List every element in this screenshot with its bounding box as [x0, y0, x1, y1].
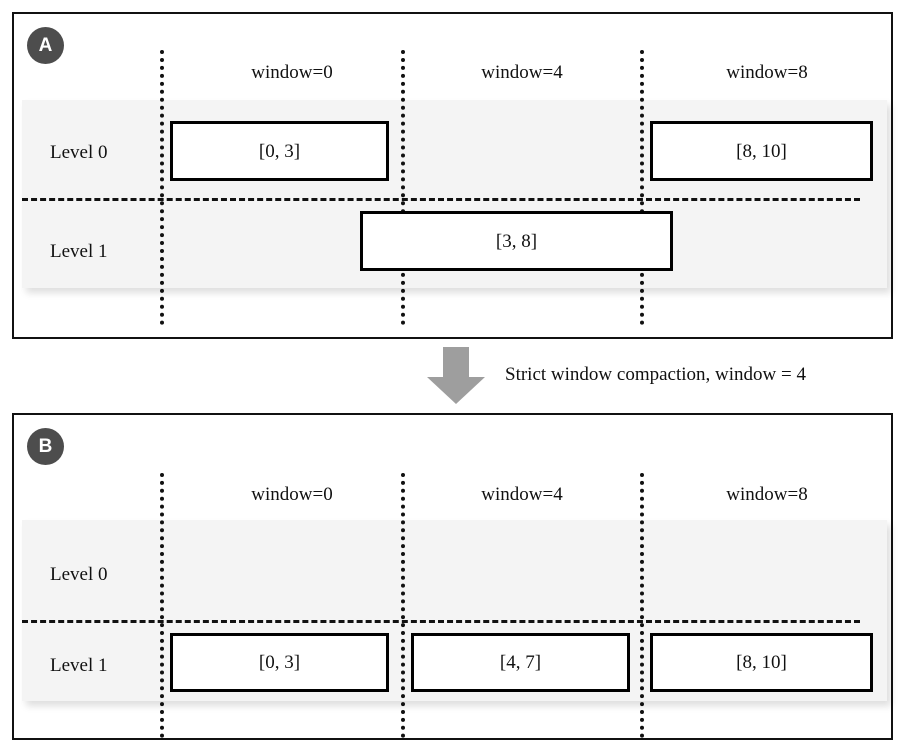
panel-a-window-label-1: window=4: [481, 62, 563, 83]
panel-b-interval-box[interactable]: [4, 7]: [411, 633, 630, 692]
panel-b-window-boundary-2: [640, 473, 644, 738]
panel-b-window-boundary-1: [401, 473, 405, 738]
panel-a-interval-box[interactable]: [8, 10]: [650, 121, 873, 181]
panel-b-interval-box[interactable]: [8, 10]: [650, 633, 873, 692]
panel-b-window-label-2: window=8: [726, 484, 808, 505]
panel-a-row-label-level-0: Level 0: [50, 142, 108, 163]
panel-a-row-label-level-1: Level 1: [50, 241, 108, 262]
panel-a-window-boundary-1: [401, 50, 405, 325]
panel-a-window-boundary-0: [160, 50, 164, 325]
panel-b-badge: B: [27, 428, 64, 465]
panel-b-row-label-level-1: Level 1: [50, 655, 108, 676]
panel-b-window-label-0: window=0: [251, 484, 333, 505]
panel-a-window-boundary-2: [640, 50, 644, 325]
panel-b-window-boundary-0: [160, 473, 164, 738]
panel-a-interval-box[interactable]: [0, 3]: [170, 121, 389, 181]
arrow-down-icon: [427, 347, 485, 404]
transition-caption: Strict window compaction, window = 4: [505, 364, 806, 385]
transition-group: Strict window compaction, window = 4: [0, 339, 906, 413]
panel-b-interval-box[interactable]: [0, 3]: [170, 633, 389, 692]
panel-b-level-divider: [22, 620, 860, 623]
panel-b-window-label-1: window=4: [481, 484, 563, 505]
panel-a: A window=0 window=4 window=8 Level 0 Lev…: [12, 12, 893, 339]
panel-a-level-divider: [22, 198, 860, 201]
panel-b-row-label-level-0: Level 0: [50, 564, 108, 585]
panel-a-window-label-2: window=8: [726, 62, 808, 83]
panel-a-interval-box[interactable]: [3, 8]: [360, 211, 673, 271]
panel-a-window-label-0: window=0: [251, 62, 333, 83]
panel-a-badge: A: [27, 27, 64, 64]
panel-b: B window=0 window=4 window=8 Level 0 Lev…: [12, 413, 893, 740]
